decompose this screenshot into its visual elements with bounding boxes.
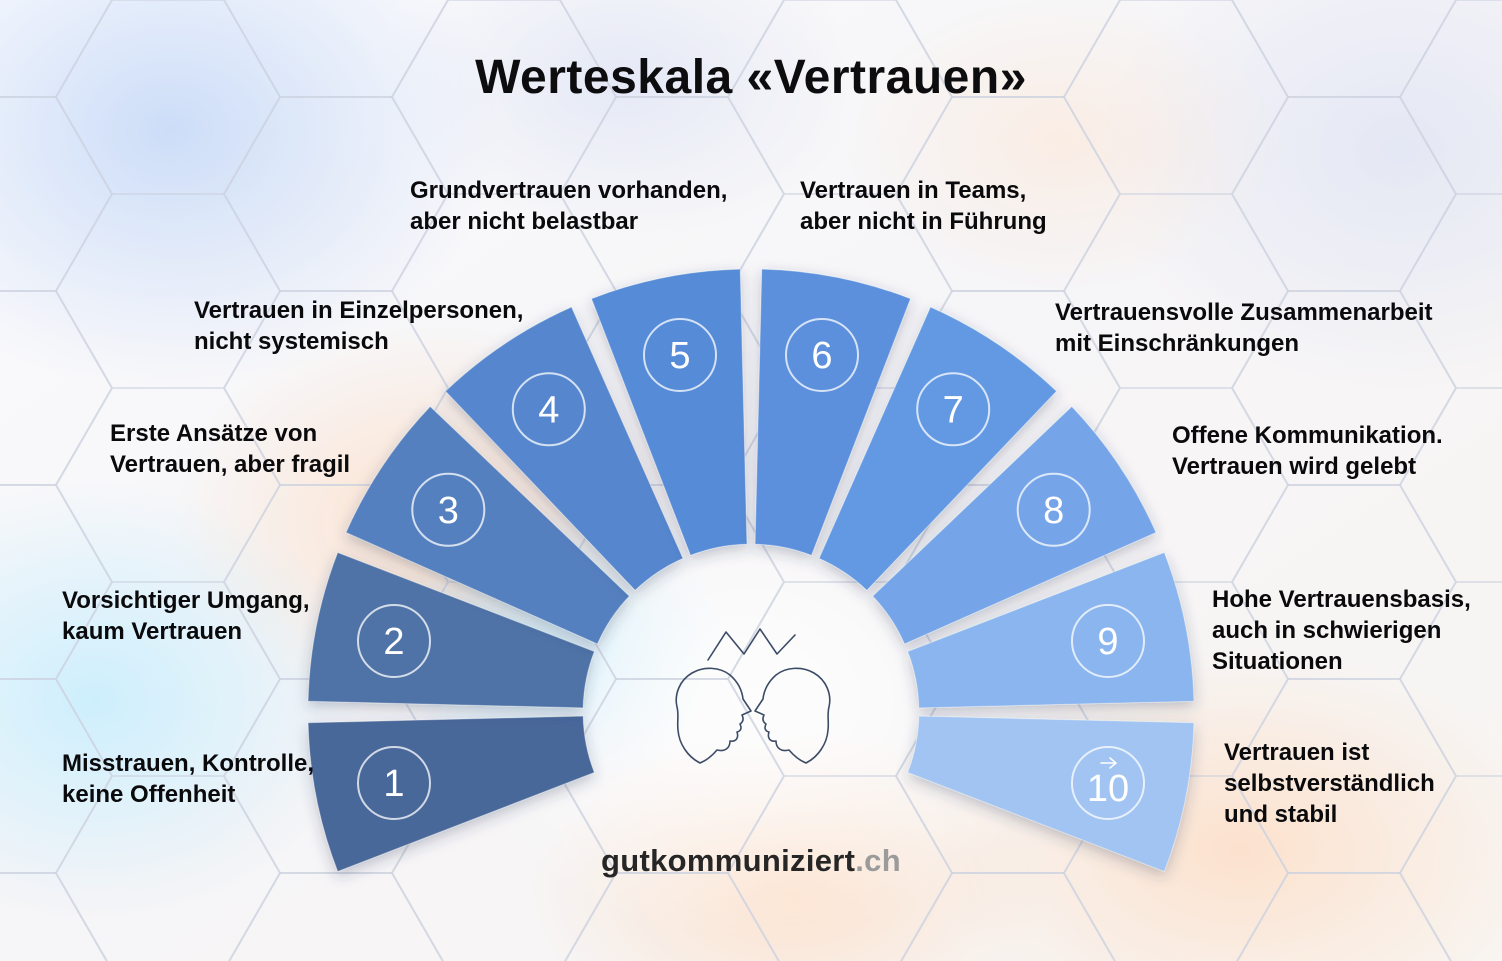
segment-number-ring-4 <box>511 372 586 447</box>
segment-label-6: Vertrauen in Teams, aber nicht in Führun… <box>800 177 1047 236</box>
people-faces-icon <box>675 628 831 764</box>
segment-number-ring-8 <box>1016 472 1091 547</box>
segment-number-7: 7 <box>943 389 964 431</box>
fan-segment-1 <box>307 715 595 873</box>
fan-segment-4 <box>444 306 684 592</box>
brand-tld: .ch <box>855 843 901 878</box>
segment-number-ring-9 <box>1071 604 1145 678</box>
segment-number-8: 8 <box>1043 490 1064 532</box>
segment-label-2: Vorsichtiger Umgang, kaum Vertrauen <box>62 587 310 646</box>
segment-number-ring-10 <box>1071 746 1145 820</box>
fan-segments: 1 2 3 4 5 6 7 8 9 10 <box>307 268 1195 873</box>
segment-label-3: Erste Ansätze von Vertrauen, aber fragil <box>110 420 351 479</box>
segment-number-6: 6 <box>811 335 832 377</box>
segment-number-4: 4 <box>538 389 559 431</box>
segment-number-ring-1 <box>357 746 431 820</box>
page-title: Werteskala «Vertrauen» <box>475 51 1027 104</box>
segment-number-ring-3 <box>411 472 486 547</box>
segment-number-10: 10 <box>1087 768 1129 810</box>
segment-number-1: 1 <box>383 763 404 805</box>
fan-segment-9 <box>907 551 1195 709</box>
segment-label-1: Misstrauen, Kontrolle, keine Offenheit <box>62 750 315 809</box>
segment-number-ring-5 <box>643 318 717 392</box>
segment-number-9: 9 <box>1097 621 1118 663</box>
fan-segment-5 <box>590 268 748 556</box>
segment-number-2: 2 <box>383 621 404 663</box>
segment-label-10: Vertrauen ist selbstverständlich und sta… <box>1224 739 1435 829</box>
brand-name: gutkommuniziert <box>601 843 856 878</box>
footer-brand: gutkommuniziert.ch <box>0 843 1502 879</box>
segment-label-7: Vertrauensvolle Zusammenarbeit mit Einsc… <box>1055 299 1433 358</box>
segment-number-ring-6 <box>785 318 859 392</box>
fan-segment-2 <box>307 551 595 709</box>
segment-number-5: 5 <box>669 335 690 377</box>
fan-segment-6 <box>754 268 912 556</box>
segment-label-9: Hohe Vertrauensbasis, auch in schwierige… <box>1212 586 1471 676</box>
fan-segment-8 <box>871 405 1157 645</box>
segment-label-5: Grundvertrauen vorhanden, aber nicht bel… <box>410 177 728 236</box>
segment-number-3: 3 <box>438 490 459 532</box>
fan-segment-3 <box>345 405 631 645</box>
up-right-arrow-icon <box>1100 757 1118 769</box>
segment-number-ring-7 <box>916 372 991 447</box>
segment-label-8: Offene Kommunikation. Vertrauen wird gel… <box>1172 422 1443 481</box>
fan-segment-10 <box>907 715 1195 873</box>
fan-segment-7 <box>818 306 1058 592</box>
segment-number-ring-2 <box>357 604 431 678</box>
zigzag-connection-icon <box>707 628 796 661</box>
segment-label-4: Vertrauen in Einzelpersonen, nicht syste… <box>194 297 524 356</box>
